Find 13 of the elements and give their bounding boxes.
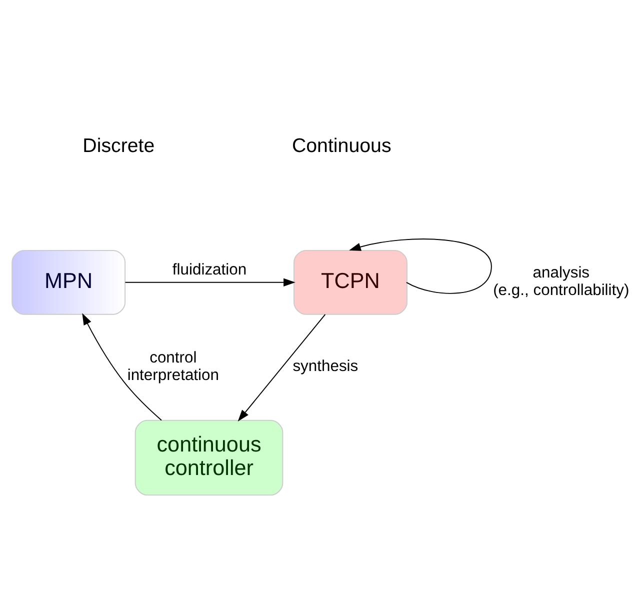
arrow xyxy=(238,314,326,422)
node-box: continuous controller xyxy=(134,420,284,496)
edge-label: synthesis xyxy=(292,358,358,376)
edge-label: analysis (e.g., controllability) xyxy=(493,264,630,299)
arrow xyxy=(82,313,162,421)
arrow xyxy=(124,278,296,287)
node-box: TCPN xyxy=(294,250,408,315)
arrow xyxy=(349,238,492,294)
edge-label: fluidization xyxy=(172,261,247,278)
node-box: MPN xyxy=(12,250,126,315)
label: Continuous xyxy=(292,134,392,157)
edge-label: control interpretation xyxy=(127,349,220,384)
label: Discrete xyxy=(82,134,155,157)
